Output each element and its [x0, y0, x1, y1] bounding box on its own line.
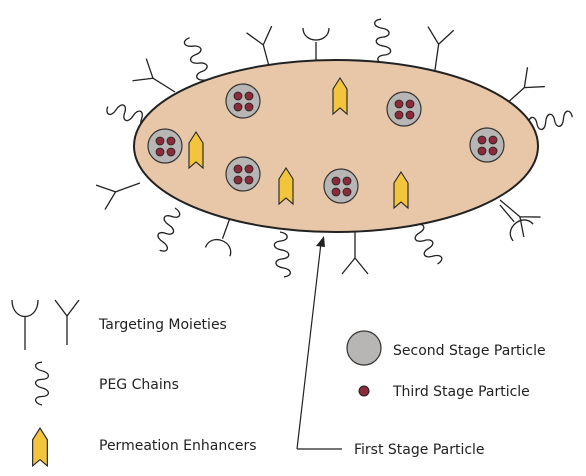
peg-chain-icon [34, 361, 50, 406]
permeation-enhancer-icon [32, 427, 48, 467]
permeation-enhancers-label: Permeation Enhancers [99, 438, 257, 454]
targeting-moieties-label: Targeting Moieties [98, 317, 227, 333]
third-stage-particle-icon [358, 385, 370, 397]
first-stage-particle-label: First Stage Particle [354, 442, 485, 458]
targeting-moieties-icon [11, 299, 80, 350]
second-stage-particle-label: Second Stage Particle [393, 343, 546, 359]
second-stage-particle-icon [346, 330, 382, 366]
first-stage-callout [296, 236, 342, 450]
legend: Targeting Moieties PEG Chains Permeation… [11, 299, 546, 467]
third-stage-particle-label: Third Stage Particle [392, 384, 530, 400]
peg-chains-label: PEG Chains [99, 377, 179, 393]
